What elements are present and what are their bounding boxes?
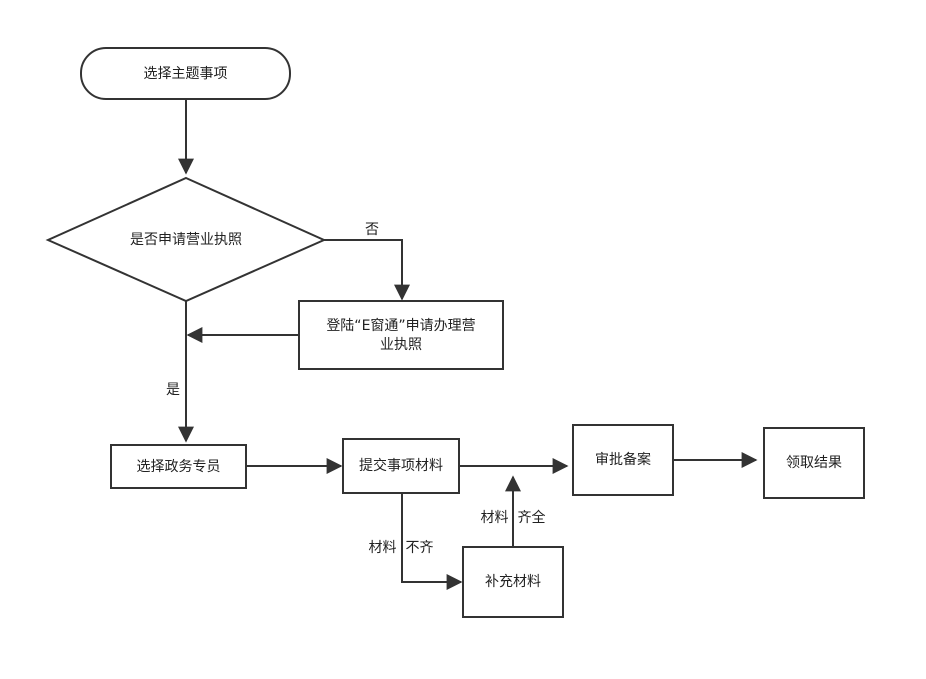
node-submit-materials xyxy=(342,438,460,494)
node-select-topic xyxy=(80,47,291,100)
node-get-result-label: 领取结果 xyxy=(786,455,842,471)
edge-label-no: 否 xyxy=(365,222,379,238)
node-login-label-line2: 业执照 xyxy=(380,337,422,353)
node-decision xyxy=(45,176,327,303)
edge-label-complete: 材料 齐全 xyxy=(481,509,546,526)
node-supplement-materials-label: 补充材料 xyxy=(485,574,541,590)
node-review-filing-label: 审批备案 xyxy=(595,451,651,468)
node-submit-materials-label: 提交事项材料 xyxy=(359,457,443,474)
node-supplement-materials xyxy=(462,546,564,618)
node-select-official-label: 选择政务专员 xyxy=(137,459,221,475)
node-review-filing xyxy=(572,424,674,496)
node-login-e-window xyxy=(298,300,504,370)
edge-label-yes: 是 xyxy=(166,382,180,398)
edge-decision-no xyxy=(324,239,410,301)
edge-incomplete xyxy=(401,493,463,590)
node-select-topic-label: 选择主题事项 xyxy=(144,66,228,82)
node-decision-label: 是否申请营业执照 xyxy=(130,232,242,248)
node-get-result xyxy=(763,427,865,499)
node-login-label-line1: 登陆“E窗通”申请办理营 xyxy=(326,317,475,334)
node-select-official xyxy=(110,444,247,489)
edge-label-incomplete: 材料 不齐 xyxy=(369,540,434,556)
